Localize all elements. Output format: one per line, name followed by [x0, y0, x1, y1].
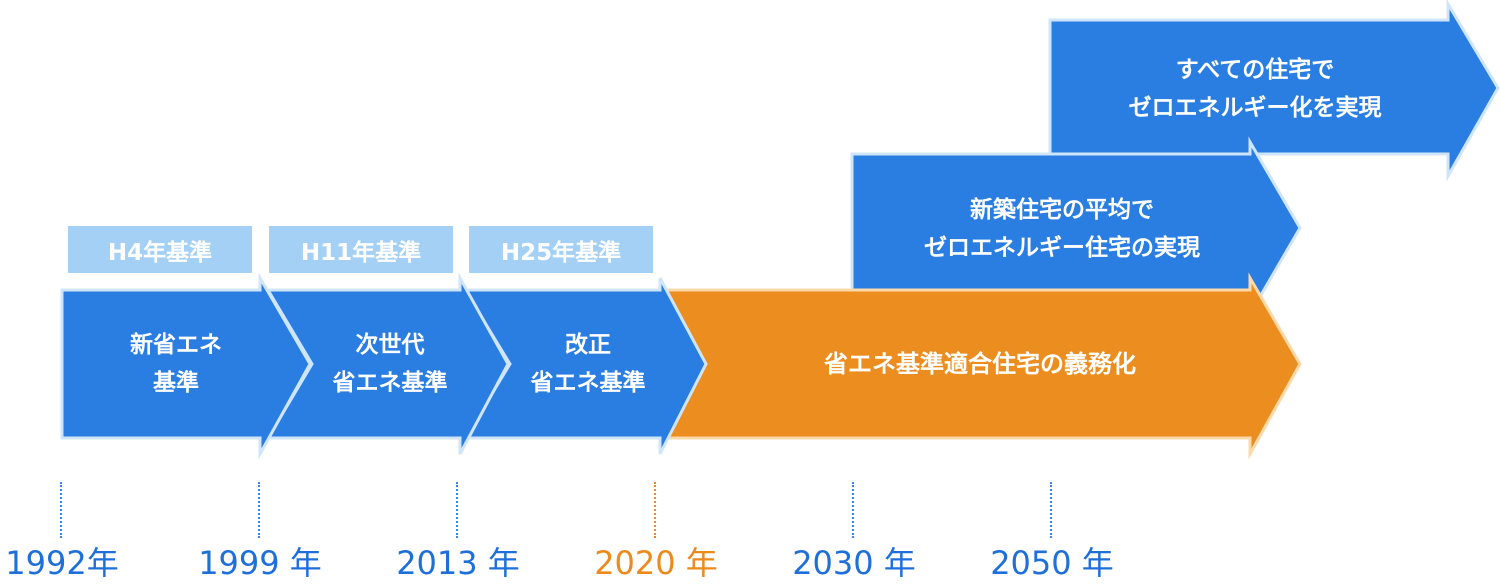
stage-label-3-line-2: 省エネ基準 [530, 370, 646, 396]
goal-2-line-1: すべての住宅で [1175, 57, 1335, 83]
tick-2020 [654, 482, 656, 538]
tick-2050 [1050, 482, 1052, 538]
goal-label-new-homes: 新築住宅の平均で ゼロエネルギー住宅の実現 [852, 174, 1272, 284]
year-1992: 1992年 [5, 544, 119, 582]
tick-1999 [258, 482, 260, 538]
tick-1992 [60, 482, 62, 538]
year-1999: 1999 年 [198, 544, 322, 582]
tick-2013 [456, 482, 458, 538]
mandate-label-text: 省エネ基準適合住宅の義務化 [824, 350, 1136, 378]
stage-label-2-line-2: 省エネ基準 [332, 370, 448, 396]
year-2013: 2013 年 [396, 544, 520, 582]
year-2050: 2050 年 [990, 544, 1114, 582]
mandate-label: 省エネ基準適合住宅の義務化 [710, 290, 1250, 438]
tag-h4: H4年基準 [68, 226, 252, 273]
stage-label-2-line-1: 次世代 [355, 332, 425, 358]
tick-2030 [852, 482, 854, 538]
stage-label-3-line-1: 改正 [565, 332, 611, 358]
tag-h11: H11年基準 [269, 226, 453, 273]
goal-2-line-2: ゼロエネルギー化を実現 [1128, 95, 1382, 121]
goal-label-all-homes: すべての住宅で ゼロエネルギー化を実現 [1050, 34, 1460, 144]
year-2020: 2020 年 [594, 544, 718, 582]
stage-label-1-line-2: 基準 [153, 370, 199, 396]
stage-label-2: 次世代 省エネ基準 [290, 290, 490, 438]
stage-arrow-1 [60, 272, 312, 460]
year-2030: 2030 年 [792, 544, 916, 582]
goal-1-line-1: 新築住宅の平均で [970, 197, 1154, 223]
tag-h25: H25年基準 [469, 226, 653, 273]
stage-label-1: 新省エネ 基準 [62, 290, 290, 438]
stage-label-3: 改正 省エネ基準 [488, 290, 688, 438]
stage-label-1-line-1: 新省エネ [130, 332, 222, 358]
goal-1-line-2: ゼロエネルギー住宅の実現 [924, 235, 1200, 261]
